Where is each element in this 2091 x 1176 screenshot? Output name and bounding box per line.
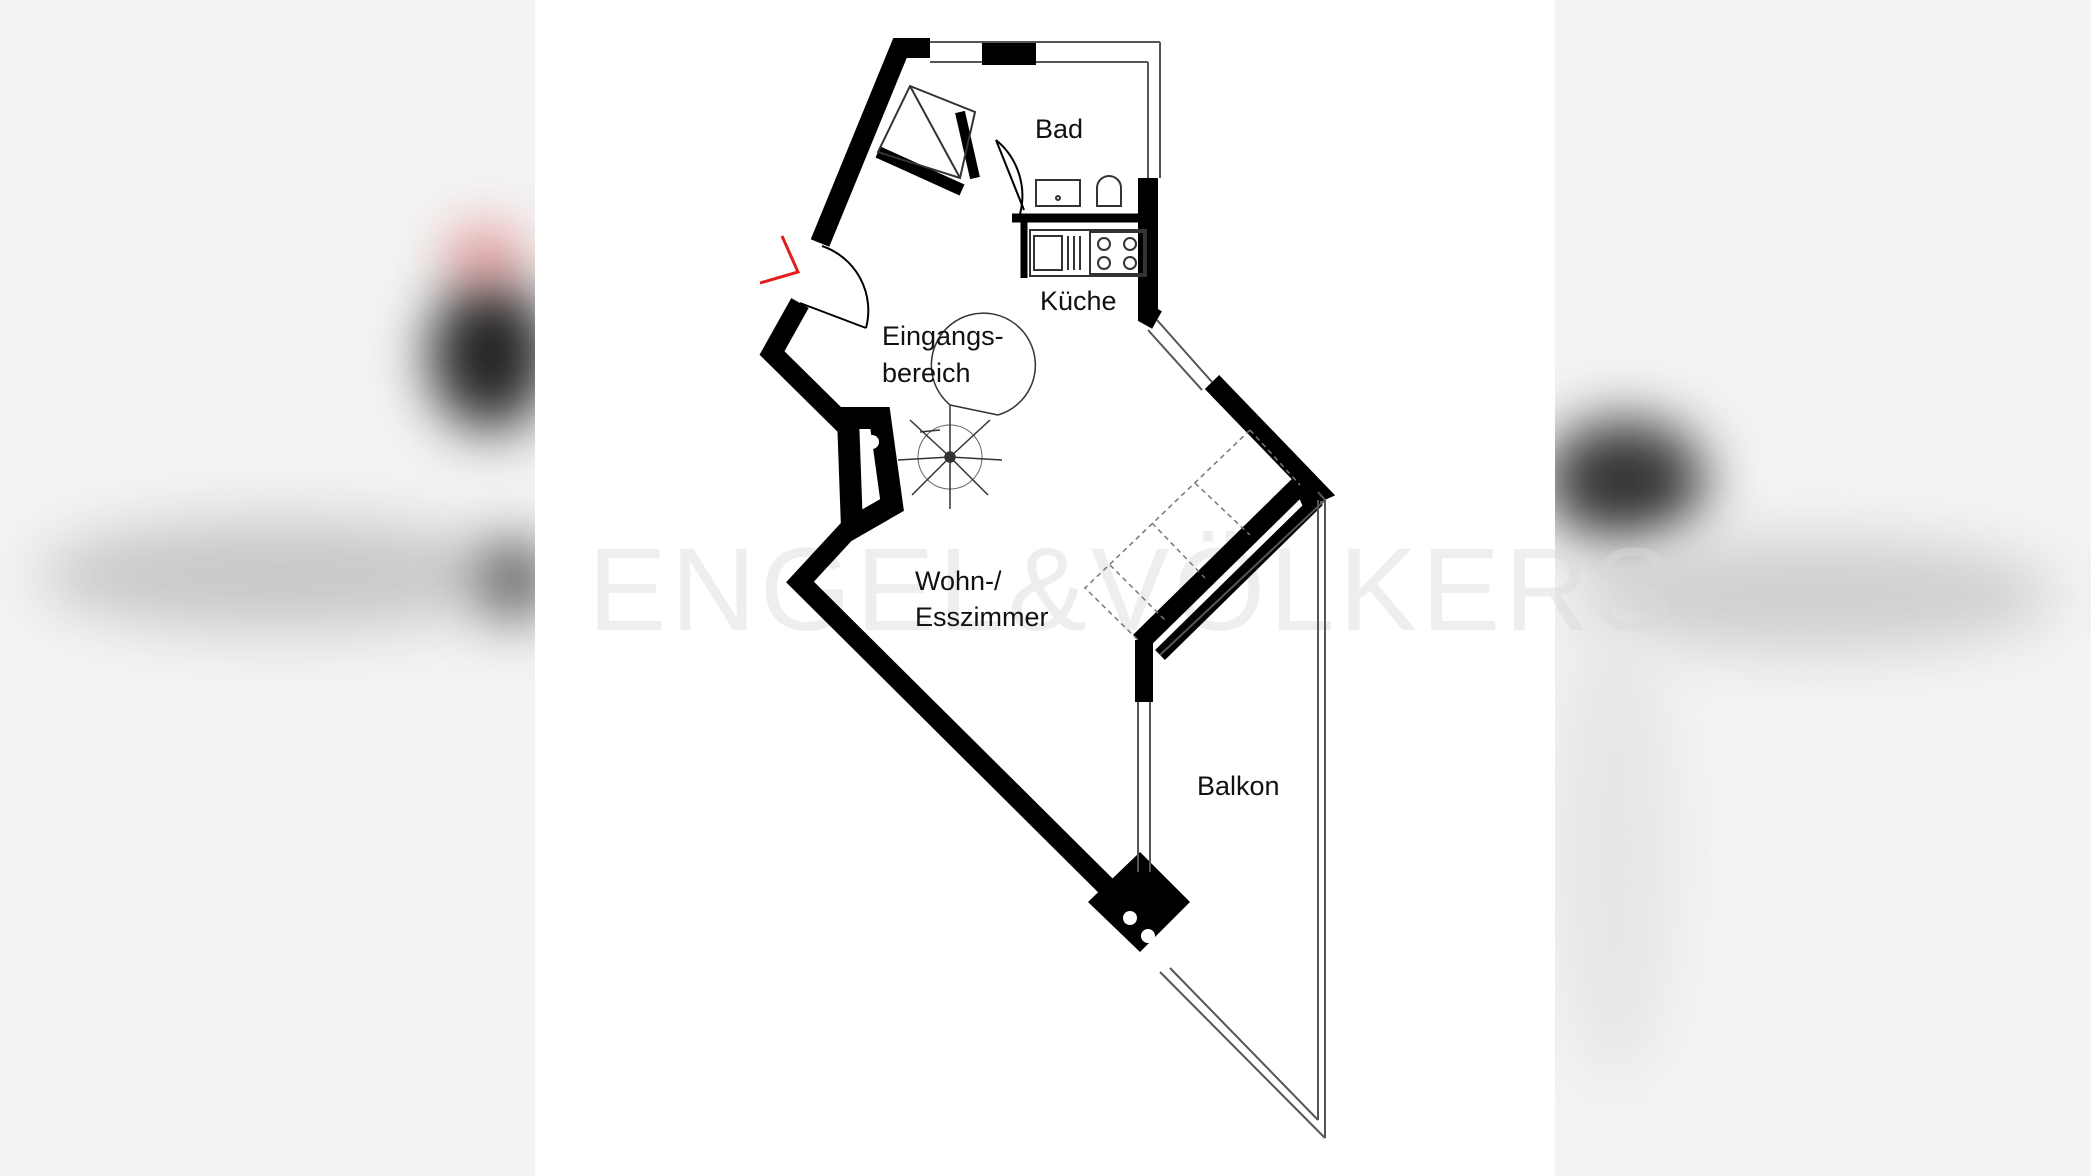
spiral-tread (949, 456, 989, 496)
balcony-edge-southwest (1169, 967, 1319, 1121)
stair-step (1194, 482, 1251, 536)
spiral-tread (909, 419, 951, 458)
stair-step (1109, 564, 1166, 621)
blur-blob (480, 540, 535, 620)
shower (876, 84, 977, 180)
window-diagonal (1156, 319, 1213, 383)
spiral-tread (949, 456, 1003, 461)
kitchen-sink (1033, 235, 1063, 271)
pillar-hole (865, 435, 879, 449)
blurred-right-fill (1555, 0, 2091, 1176)
blur-blob (40, 520, 520, 630)
kitchen-fixtures (1029, 229, 1147, 277)
spiral-tread (911, 456, 951, 496)
bath-door-leaf (995, 139, 1025, 211)
stove-burner (1123, 237, 1137, 251)
room-label-bad: Bad (1035, 114, 1083, 144)
stove-burner (1097, 256, 1111, 270)
watermark-text: ENGEL&VÖLKERS (588, 524, 1676, 656)
doors (799, 139, 1025, 329)
spiral-tread (897, 456, 951, 461)
blur-blob (1555, 620, 1675, 1080)
blur-blob (430, 280, 535, 430)
blur-blob (1555, 420, 1705, 540)
wall-entrance-lower (759, 298, 856, 436)
column-block (1088, 852, 1190, 952)
balcony-edge-southwest-outer (1159, 971, 1326, 1139)
stair-edge (1083, 429, 1251, 643)
room-label-balkon: Balkon (1197, 771, 1280, 801)
entrance-door-leaf (799, 302, 867, 329)
windows (930, 41, 1213, 872)
wall-northwest (810, 38, 930, 247)
walls (759, 38, 1336, 906)
bath-door-swing (995, 139, 1024, 215)
stair-step (1151, 522, 1206, 579)
plan-background (535, 0, 1555, 1176)
shower-diagonal (909, 85, 961, 179)
bath-sink (1035, 179, 1081, 207)
wall-pillar (836, 407, 904, 547)
wall-shower (875, 146, 965, 196)
window-diagonal (1147, 329, 1203, 391)
balcony-edge-north (1159, 499, 1326, 656)
spiral-arrow (919, 429, 941, 433)
room-label-wohn-line2: Esszimmer (915, 602, 1049, 632)
spiral-outer (930, 312, 1037, 416)
spiral-edge (949, 404, 999, 416)
stove-burner (1097, 237, 1111, 251)
wall-east-kitchen (1138, 178, 1162, 329)
stair-edge (1249, 429, 1301, 486)
column-hole (1141, 929, 1155, 943)
column-block-shape (1088, 852, 1190, 952)
room-label-eingang-line1: Eingangs- (882, 321, 1004, 351)
entrance-marker (759, 235, 801, 285)
wall-southwest (786, 523, 1126, 906)
spiral-tread (949, 419, 991, 458)
column-hole (1123, 911, 1137, 925)
balcony-outline (1159, 491, 1326, 1139)
sink-drain (1055, 195, 1061, 201)
entrance-door-swing (821, 245, 870, 329)
blur-blob (450, 230, 520, 280)
bath-fixtures (1035, 175, 1122, 207)
room-label-eingang-line2: bereich (882, 358, 971, 388)
spiral-stair (897, 312, 1037, 509)
spiral-center (944, 451, 956, 463)
blur-blob (1575, 540, 2055, 650)
stair-flight (1083, 429, 1301, 643)
room-label-kueche: Küche (1040, 286, 1117, 316)
room-label-wohn-line1: Wohn-/ (915, 566, 1002, 596)
blurred-left-fill (0, 0, 535, 1176)
balcony-edge (1317, 491, 1326, 501)
wall-stair-inner (1132, 477, 1308, 650)
stove-burner (1123, 256, 1137, 270)
bath-toilet (1096, 175, 1122, 207)
kitchen-stove (1089, 231, 1145, 275)
kitchen-counter (1029, 229, 1147, 277)
